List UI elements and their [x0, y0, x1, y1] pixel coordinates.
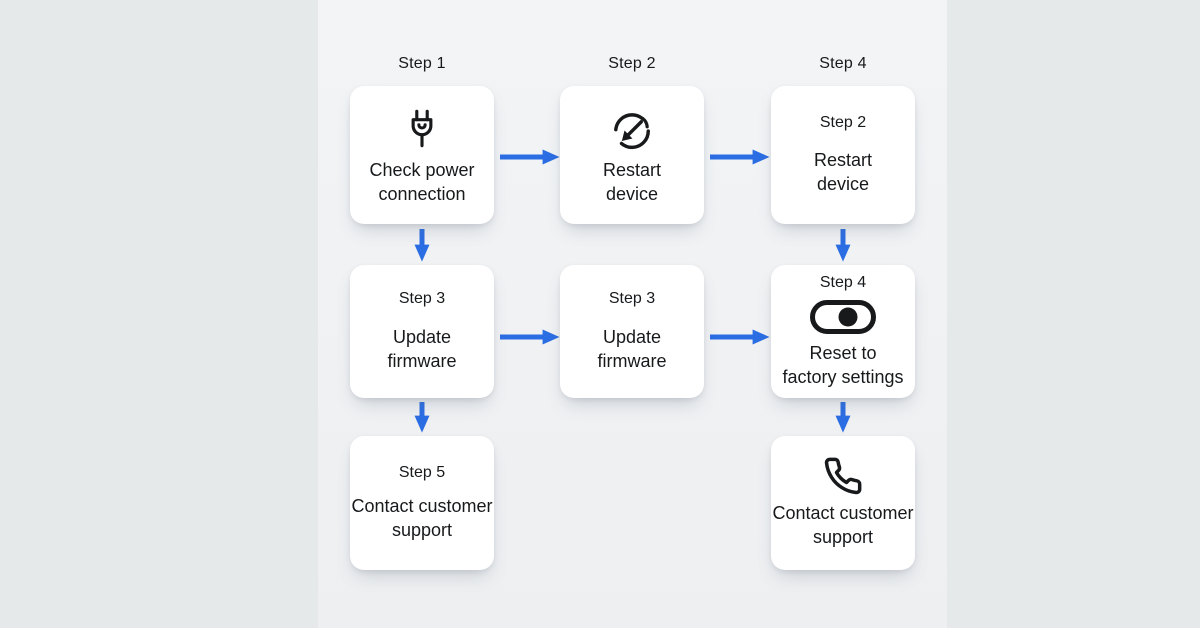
node-label: Update firmware [597, 326, 667, 371]
node-label: Contact customer support [351, 496, 493, 541]
node-label: Reset to factory settings [782, 343, 904, 388]
restart-icon [606, 104, 658, 156]
phone-icon [823, 456, 863, 496]
flow-node-factory-reset: Step 4 Reset to factory settings [771, 265, 915, 398]
flow-node-contact-support-1: Step 5 Contact customer support [350, 436, 494, 570]
node-label: Restart device [602, 159, 662, 204]
flow-node-contact-support-2: Contact customer support [771, 436, 915, 570]
node-title: Step 3 [608, 290, 656, 308]
column-header-3: Step 4 [819, 55, 867, 72]
column-header-1: Step 1 [398, 55, 446, 72]
flow-node-restart-device: Restart device [560, 86, 704, 224]
node-title: Step 5 [398, 463, 446, 481]
flow-node-update-firmware-2: Step 3 Update firmware [560, 265, 704, 398]
node-label: Restart device [813, 150, 873, 195]
flow-node-update-firmware-1: Step 3 Update firmware [350, 265, 494, 398]
column-header-2: Step 2 [608, 55, 656, 72]
node-title: Step 2 [819, 113, 867, 131]
flow-node-restart-device-2: Step 2 Restart device [771, 86, 915, 224]
toggle-switch-icon [809, 298, 877, 336]
flow-node-check-power: Check power connection [350, 86, 494, 224]
node-label: Update firmware [387, 326, 457, 371]
node-title: Step 4 [819, 273, 867, 291]
node-label: Check power connection [369, 159, 475, 204]
power-plug-icon [397, 104, 447, 154]
node-label: Contact customer support [772, 503, 914, 547]
node-title: Step 3 [398, 290, 446, 308]
